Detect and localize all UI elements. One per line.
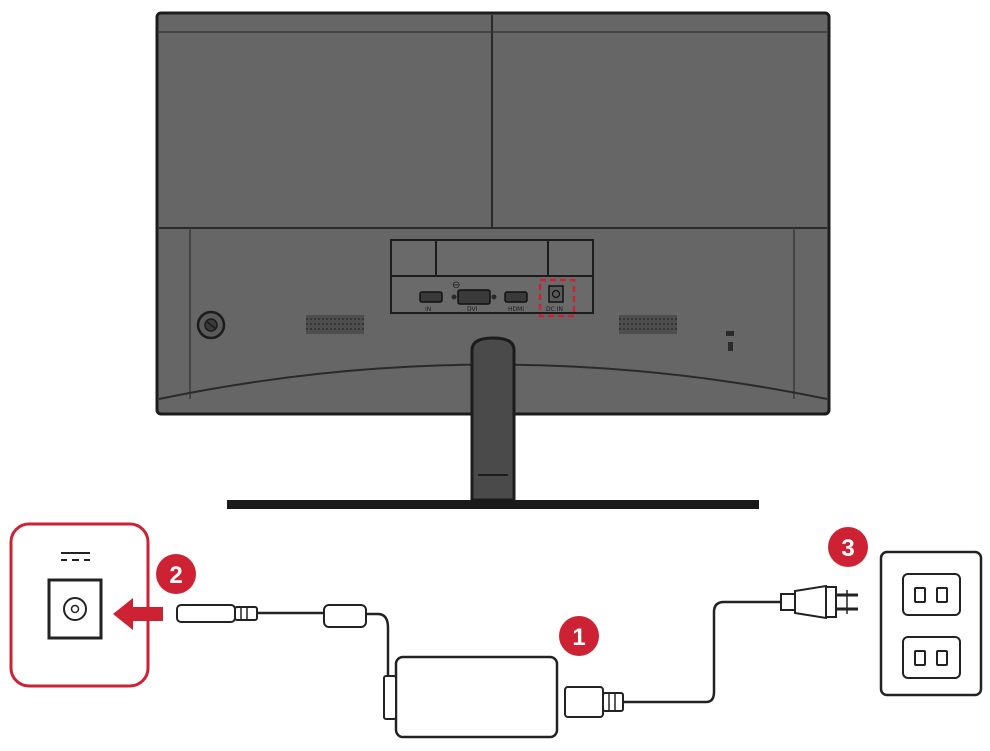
stand-neck — [470, 336, 516, 502]
ac-connector — [564, 686, 604, 718]
dc-in-closeup — [9, 522, 150, 688]
power-adapter — [394, 655, 559, 739]
port-hdmi-1 — [419, 291, 443, 303]
outlet-socket-top — [902, 573, 961, 616]
io-panel-upper — [435, 239, 549, 277]
port-dc-in — [548, 285, 564, 303]
step-badge-3: 3 — [828, 527, 868, 567]
step-badge-2-number: 2 — [169, 562, 182, 589]
audio-symbol: ⊖ — [452, 280, 460, 291]
step-badge-1: 1 — [559, 616, 599, 656]
io-panel: ⊖ IN DVI HDMI DC IN — [390, 239, 594, 318]
dc-power-symbol-icon — [61, 552, 90, 561]
speaker-grill-right — [619, 315, 677, 334]
step-badge-3-number: 3 — [841, 535, 854, 562]
port-hdmi-2 — [504, 291, 528, 303]
wall-outlet — [879, 550, 983, 697]
stand-base — [227, 500, 759, 509]
power-adapter-assembly — [176, 584, 858, 739]
monitor-stand — [227, 336, 759, 509]
monitor-rear: ⊖ IN DVI HDMI DC IN — [155, 11, 831, 416]
kensington-lock-icon — [726, 331, 734, 351]
ferrite-bead — [323, 604, 367, 628]
arrow-left-icon — [113, 598, 163, 630]
outlet-socket-bottom — [902, 636, 961, 679]
dc-in-jack — [47, 578, 103, 640]
dc-cable — [257, 611, 390, 688]
port-label-dvi: DVI — [467, 306, 478, 313]
speaker-grill-left — [306, 315, 364, 334]
port-label-hdmi2: HDMI — [508, 306, 524, 313]
dc-in-highlight — [538, 278, 576, 318]
ac-cable — [623, 600, 781, 704]
dc-plug-tip — [176, 604, 236, 623]
port-label-dc-in: DC IN — [546, 306, 563, 313]
step-badge-2: 2 — [156, 554, 196, 594]
port-dvi — [457, 289, 491, 305]
port-label-hdmi1: IN — [425, 306, 431, 313]
step-badge-1-number: 1 — [572, 624, 585, 651]
wall-plug — [780, 584, 858, 620]
power-button — [196, 310, 226, 340]
adapter-cable-strain-relief — [383, 675, 397, 720]
